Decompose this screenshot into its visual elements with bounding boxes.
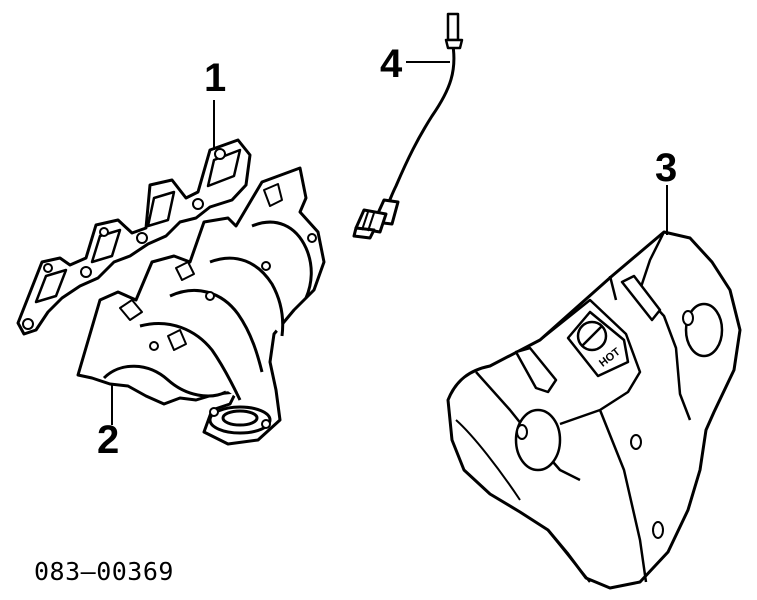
callout-4: 4	[380, 42, 403, 86]
manifold-gasket	[16, 138, 252, 336]
oxygen-sensor	[352, 12, 464, 240]
exhaust-manifold	[76, 166, 326, 446]
callout-1: 1	[204, 56, 227, 100]
diagram-code: 083–00369	[34, 557, 174, 586]
callout-2: 2	[97, 418, 120, 462]
heat-shield	[446, 230, 742, 590]
callout-3: 3	[655, 146, 678, 190]
leader-lines	[111, 61, 668, 425]
